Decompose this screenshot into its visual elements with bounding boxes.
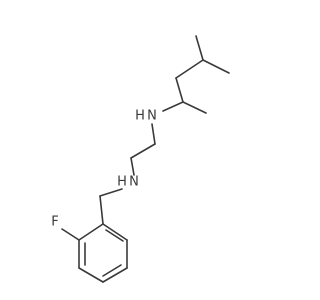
bond-ethylene <box>130 143 156 159</box>
bond-ch-to-n-upper <box>162 101 184 112</box>
bond-n-lower-to-benzyl-ch2 <box>99 188 123 197</box>
atom-label-n-lower: N <box>129 175 139 190</box>
atom-labels: N H N H F <box>51 109 157 230</box>
bond-ch2-to-n-lower <box>130 157 135 176</box>
bond-ring-to-f <box>61 228 80 241</box>
ring-bond-4 <box>78 267 104 283</box>
bond-ch-to-methyl-right <box>202 59 230 74</box>
bond-benzyl-ch2-to-ring <box>99 195 104 225</box>
atom-label-fluorine: F <box>51 215 58 230</box>
ring-bond-6 <box>78 223 104 241</box>
atom-label-h-lower: H <box>117 175 127 190</box>
ring-double-bond-inner-2 <box>102 264 122 277</box>
atom-label-h-upper: H <box>135 109 145 124</box>
bond-ch-to-methyl <box>182 101 207 114</box>
bonds <box>61 35 230 283</box>
ring-bond-1 <box>102 223 128 241</box>
bond-ch2-to-ch <box>175 77 184 103</box>
molecule-structure: N H N H F <box>51 35 230 283</box>
ring-bond-3 <box>102 267 128 283</box>
bond-n-upper-to-ch2 <box>151 123 156 145</box>
bond-methyl-top-left <box>195 35 204 61</box>
bond-ch-to-ch2 <box>175 59 204 79</box>
ring-double-bond-inner-1 <box>105 229 124 242</box>
atom-label-n-upper: N <box>147 109 157 124</box>
